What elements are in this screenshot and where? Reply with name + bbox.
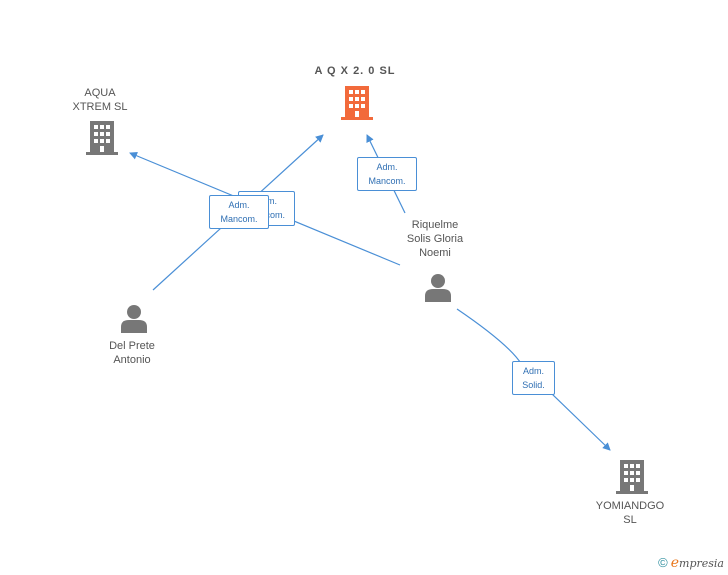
company-label-aqx[interactable]: A Q X 2. 0 SL: [314, 65, 396, 77]
building-icon[interactable]: [615, 458, 649, 496]
relation-label-aqua-delprete[interactable]: Adm. Mancom.: [209, 195, 269, 229]
company-label-yomiandgo[interactable]: YOMIANDGO SL: [595, 500, 665, 526]
brand-name: mpresia: [679, 557, 724, 570]
building-icon[interactable]: [340, 84, 374, 122]
relation-label-yomiandgo-riquelme[interactable]: Adm. Solid.: [512, 361, 555, 395]
person-label-riquelme[interactable]: Riquelme Solis Gloria Noemi: [406, 219, 464, 259]
person-icon[interactable]: [119, 303, 149, 333]
person-icon[interactable]: [423, 272, 453, 302]
relation-label-aqx-riquelme[interactable]: Adm. Mancom.: [357, 157, 417, 191]
company-label-aqua[interactable]: AQUA XTREM SL: [72, 87, 128, 113]
brand-logo-e: e: [670, 555, 680, 571]
building-icon[interactable]: [85, 119, 119, 157]
brand-footer[interactable]: ©empresia: [658, 555, 724, 571]
person-label-delprete[interactable]: Del Prete Antonio: [109, 340, 155, 366]
copyright-icon: ©: [658, 555, 668, 570]
